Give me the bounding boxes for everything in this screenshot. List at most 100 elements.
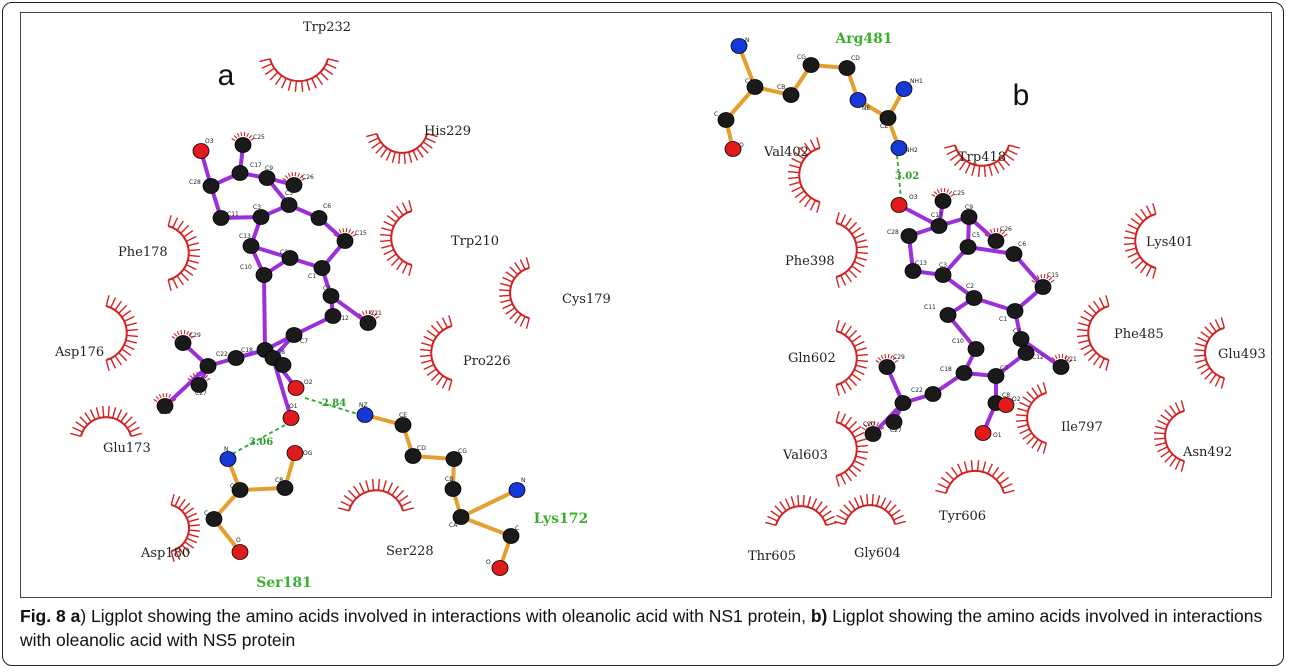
hydrophobic-arc-trp418 [944, 144, 1020, 177]
residue-arg481-atom-label: CZ [880, 123, 888, 130]
ligand-b-atom-c12 [1017, 345, 1035, 361]
residue-lys172-atom-n [508, 482, 526, 498]
arc-spokes [420, 315, 453, 391]
hbond-a-2 [231, 424, 286, 455]
residue-arg481-atom-ne [849, 92, 867, 108]
residue-arg481-atom-c [717, 112, 735, 128]
residue-lys172-atom-label: O [486, 559, 491, 566]
atoms-layer [156, 38, 1070, 576]
ligand-b-atom-label: C27 [890, 427, 902, 434]
arc-curve [1164, 409, 1185, 463]
ligand-b-atom-c22 [924, 386, 942, 402]
panel-a-letter: a [218, 59, 235, 92]
arc-spokes [1124, 203, 1157, 279]
residue-arg481-atom-cz [879, 110, 897, 126]
ligand-a-atom-label: C20 [159, 409, 171, 416]
residue-lys172-atom-cb [444, 481, 462, 497]
ligand-b-atom-label: C13 [915, 260, 927, 267]
caption-a-text: ) Ligplot showing the amino acids involv… [80, 606, 811, 626]
arc-spokes [835, 212, 868, 288]
ligand-a-atom-c6 [310, 210, 328, 226]
ligand-a-atom-c11 [212, 210, 230, 226]
ligand-a-atom-c9 [258, 170, 276, 186]
arc-spokes [170, 494, 200, 562]
arc-curve [348, 489, 404, 512]
arc-spokes [834, 494, 906, 525]
ligand-a-atom-c5 [280, 197, 298, 213]
hydrophobic-arc-tyr606 [935, 460, 1015, 494]
arc-spokes [1077, 295, 1110, 371]
residue-ser181-atom-label: C [204, 510, 208, 517]
arc-curve [835, 222, 858, 278]
residue-lys172-atom-cd [404, 448, 422, 464]
ligand-b-atom-label: C22 [911, 387, 923, 394]
residue-label-asp180: Asp180 [140, 546, 190, 561]
residue-lys172-atom-label: CE [399, 412, 407, 419]
arc-curve [835, 421, 858, 477]
arc-curve [843, 504, 897, 525]
ligand-a-atom-label: O2 [304, 379, 313, 386]
arc-spokes [380, 200, 413, 276]
residue-label-ser228: Ser228 [386, 544, 434, 559]
ligand-b-atom-label: C28 [887, 229, 899, 236]
ligand-a-atom-label: C11 [227, 211, 239, 218]
residue-ser181-atom-label: CB [275, 477, 283, 484]
arc-curve [509, 266, 530, 320]
ligand-b-atom-label: C12 [1032, 354, 1044, 361]
caption-a-label: a [70, 606, 81, 626]
residue-arg481-atom-cd [838, 60, 856, 76]
hydrophobic-arc-phe178 [167, 215, 200, 291]
ligand-a-atom-label: O3 [205, 138, 214, 145]
ligand-a-contact-0 [231, 132, 255, 141]
ligand-b-atom-label: C3 [939, 262, 947, 269]
caption-b-text: Ligplot showing the amino acids involved… [20, 606, 1263, 650]
ligand-b-atom-c3 [934, 267, 952, 283]
ligand-a-atom-cacid [274, 357, 292, 373]
residue-label-val402: Val402 [763, 145, 809, 160]
ligand-a-atom-c21 [359, 315, 377, 331]
residue-ser181-atom-label: O [236, 537, 241, 544]
ligand-a-atom-label: C27 [195, 390, 207, 397]
ligand-a-atom-c4 [322, 288, 340, 304]
residue-label-trp210: Trp210 [451, 234, 499, 249]
residue-lys172-bond [459, 488, 519, 519]
arc-curve [835, 330, 858, 386]
ligand-b-atom-c27 [885, 414, 903, 430]
residue-arg481-atom-label: NE [862, 105, 870, 112]
ligand-a-atom-c17 [231, 165, 249, 181]
ligand-b-atom-label: C4 [1013, 328, 1021, 335]
ligand-a-atom-c10 [255, 267, 273, 283]
ligand-a-atom-o2 [287, 380, 305, 396]
ligand-a-atom-c3 [252, 209, 270, 225]
atom-contact-lashes [282, 172, 306, 181]
ligand-b-atom-c18 [955, 365, 973, 381]
residue-ser181-atom-og [286, 445, 304, 461]
residue-ser181-atom-label: N [224, 446, 229, 453]
ligand-a-atom-label: C21 [370, 310, 382, 317]
ligand-a-atom-label: C3 [253, 204, 261, 211]
arc-spokes [105, 295, 138, 371]
hydrophobic-arc-his229 [366, 133, 438, 164]
residue-arg481-atom-label: CG [797, 54, 806, 61]
residue-arg481-atom-label: N [745, 37, 750, 44]
ligand-b-atom-c7 [987, 368, 1005, 384]
residue-lys172-atom-o [491, 560, 509, 576]
ligand-b-atom-label: C20 [863, 421, 875, 428]
residue-lys172-atom-label: CG [458, 448, 467, 455]
ligand-b-atom-c29 [878, 359, 896, 375]
arc-curve [390, 210, 413, 266]
ligand-a-atom-label: C13 [239, 233, 251, 240]
ligand-a-atom-label: C22 [216, 351, 228, 358]
residue-lys172-atom-label: CB [445, 476, 453, 483]
ligand-b-atom-label: O3 [909, 194, 918, 201]
ligand-b-atom-label: C10 [952, 338, 964, 345]
residue-arg481-atom-label: CB [777, 84, 785, 91]
arc-spokes [935, 460, 1015, 494]
arc-curve [170, 503, 191, 553]
hbond-layer [231, 154, 902, 455]
arc-curve [1087, 305, 1110, 361]
hydrophobic-arc-asn492 [1154, 400, 1185, 472]
arc-spokes [835, 411, 868, 487]
residue-lys172-atom-label: NZ [359, 402, 368, 409]
